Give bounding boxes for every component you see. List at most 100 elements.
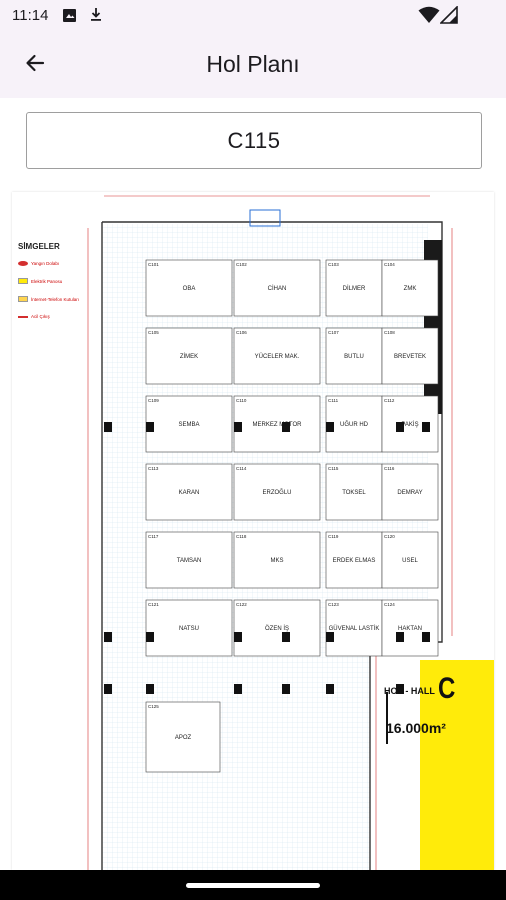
internet-box-icon xyxy=(18,296,28,302)
pillar xyxy=(282,422,290,432)
stand-code-label: C118 xyxy=(236,534,247,539)
stand-code-label: C120 xyxy=(384,534,395,539)
plan-legend: SİMGELER Yangın Dolabı Elektrik Panosu İ… xyxy=(18,242,98,331)
pillar xyxy=(326,422,334,432)
image-icon xyxy=(62,6,78,29)
download-icon xyxy=(88,6,104,29)
stand-name-label: UĞUR HD xyxy=(340,421,369,428)
stand-code-label: C124 xyxy=(384,602,395,607)
stand-name-label: DİLMER xyxy=(343,285,366,292)
legend-title: SİMGELER xyxy=(18,242,60,251)
pillar xyxy=(146,422,154,432)
stand-name-label: ERDEK ELMAS xyxy=(333,558,376,564)
stand-name-label: ERZOĞLU xyxy=(262,489,291,496)
stand-code-label: C103 xyxy=(328,262,339,267)
stand-code-label: C106 xyxy=(236,330,247,335)
stand-code-label: C107 xyxy=(328,330,339,335)
stand-code-label: C117 xyxy=(148,534,159,539)
arrow-left-icon xyxy=(23,51,47,80)
stand-block xyxy=(325,463,383,521)
back-button[interactable] xyxy=(12,42,58,88)
stand-name-label: SEMBA xyxy=(178,422,199,428)
stand-code-label: C125 xyxy=(148,704,159,709)
stand-block xyxy=(145,259,233,317)
stand-name-label: OBA xyxy=(183,286,196,292)
stand-name-label: APOZ xyxy=(175,735,192,741)
stand-block xyxy=(325,327,383,385)
stand-block xyxy=(145,395,233,453)
pillar xyxy=(396,684,404,694)
fire-cabinet-icon xyxy=(18,261,28,266)
pillar xyxy=(422,422,430,432)
stand-block xyxy=(381,327,439,385)
status-time: 11:14 xyxy=(12,7,49,24)
stand-block xyxy=(325,531,383,589)
pillar xyxy=(104,632,112,642)
hall-label: HOL - HALL xyxy=(384,686,435,696)
pillar xyxy=(396,422,404,432)
stand-name-label: ÖZEN İŞ xyxy=(265,625,289,632)
stand-block xyxy=(325,395,383,453)
pillar xyxy=(146,632,154,642)
stand-name-label: HAKTAN xyxy=(398,626,422,632)
pillar xyxy=(282,632,290,642)
legend-item-fire-cabinet: Yangın Dolabı xyxy=(18,261,98,266)
stand-block xyxy=(145,599,233,657)
pillar xyxy=(422,632,430,642)
stand-name-label: USEL xyxy=(402,558,418,564)
stand-block xyxy=(233,599,321,657)
stand-name-label: TAMSAN xyxy=(177,558,202,564)
stand-code-label: C101 xyxy=(148,262,159,267)
stand-code-field[interactable]: C115 xyxy=(26,112,482,169)
stand-block xyxy=(381,259,439,317)
stand-code-label: C119 xyxy=(328,534,339,539)
pillar xyxy=(326,684,334,694)
stand-code-label: C105 xyxy=(148,330,159,335)
stand-name-label: NATSU xyxy=(179,626,199,632)
stand-block xyxy=(233,531,321,589)
electric-panel-icon xyxy=(18,278,28,284)
stand-name-label: MKS xyxy=(270,558,283,564)
legend-item-emergency-exit: Acil Çıkış xyxy=(18,314,98,319)
status-bar: 11:14 xyxy=(0,0,506,32)
hall-area: 16.000m² xyxy=(386,720,446,736)
hall-letter: C xyxy=(438,672,456,705)
pillar xyxy=(396,632,404,642)
stand-block xyxy=(381,463,439,521)
pillar xyxy=(326,632,334,642)
stand-name-label: GÜVENAL LASTİK xyxy=(329,625,380,632)
app-bar: Hol Planı xyxy=(0,32,506,98)
legend-item-electric-panel: Elektrik Panosu xyxy=(18,278,98,284)
stand-block xyxy=(145,701,221,773)
stand-code-label: C113 xyxy=(148,466,159,471)
pillar xyxy=(282,684,290,694)
wifi-icon xyxy=(418,6,440,29)
hall-sign-panel xyxy=(420,660,494,870)
stand-code-label: C111 xyxy=(328,398,339,403)
stand-block xyxy=(145,327,233,385)
stand-name-label: KARAN xyxy=(179,490,200,496)
hall-sign-bar xyxy=(386,692,388,744)
stand-code-label: C109 xyxy=(148,398,159,403)
home-gesture-handle[interactable] xyxy=(186,883,320,888)
stand-block xyxy=(145,531,233,589)
stand-code-label: C121 xyxy=(148,602,159,607)
legend-label: Acil Çıkış xyxy=(31,314,50,319)
stand-code-label: C108 xyxy=(384,330,395,335)
signal-icon xyxy=(439,5,458,29)
floor-plan-drawing: C101OBAC102CİHANC103DİLMERC104ZMKC105ZİM… xyxy=(87,195,453,870)
stand-code-label: C123 xyxy=(328,602,339,607)
pillar xyxy=(104,684,112,694)
stand-code-label: C110 xyxy=(236,398,247,403)
stand-name-label: TOKSEL xyxy=(342,490,366,496)
stand-block xyxy=(325,259,383,317)
stand-block xyxy=(233,259,321,317)
stand-name-label: BREVETEK xyxy=(394,354,426,360)
stand-code-label: C115 xyxy=(328,466,339,471)
stand-code-label: C104 xyxy=(384,262,395,267)
legend-item-internet-box: İnternet-Telefon Kutuları xyxy=(18,296,98,302)
stand-name-label: PAKİŞ xyxy=(401,421,418,428)
stand-block xyxy=(145,463,233,521)
stand-block xyxy=(325,599,383,657)
